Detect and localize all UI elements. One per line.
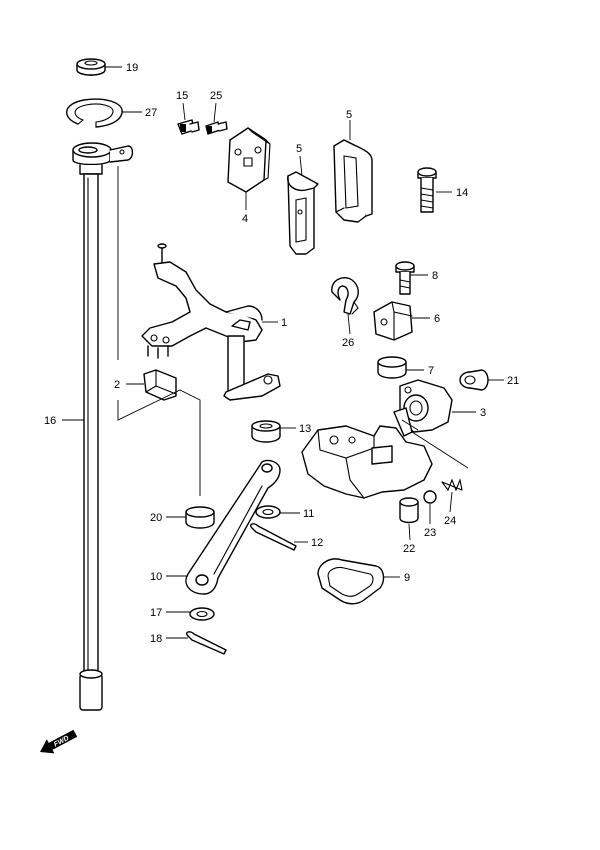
callout-2: 2	[114, 379, 120, 391]
part-15-bolt	[177, 119, 200, 135]
leader-lines	[62, 66, 504, 639]
fwd-arrow-icon: FWD	[40, 729, 78, 754]
callout-16: 16	[44, 415, 56, 427]
part-4-bracket	[227, 127, 271, 193]
callout-24: 24	[444, 515, 456, 527]
callout-17: 17	[150, 607, 162, 619]
part-22-sleeve	[399, 497, 419, 524]
part-5-clip-right	[333, 139, 373, 223]
part-23-ball	[423, 490, 437, 504]
part-13-bushing	[251, 420, 281, 443]
callout-27: 27	[145, 107, 157, 119]
callout-23: 23	[424, 527, 436, 539]
part-19-plug	[76, 58, 106, 76]
part-12-cotter-pin	[250, 523, 297, 551]
callout-3: 3	[480, 407, 486, 419]
part-14-bolt	[417, 167, 437, 213]
callout-20: 20	[150, 512, 162, 524]
callout-8: 8	[432, 270, 438, 282]
part-27-snap-ring	[66, 98, 123, 128]
part-1-shift-lever	[141, 243, 281, 401]
part-3-housing	[301, 379, 453, 499]
part-16-shift-rod	[72, 142, 134, 711]
part-11-washer	[255, 505, 281, 519]
callout-25: 25	[210, 90, 222, 102]
part-26-clamp	[331, 276, 359, 315]
part-7-bushing	[377, 356, 407, 379]
callout-22: 22	[403, 543, 415, 555]
callout-14: 14	[456, 187, 468, 199]
part-21-plug	[459, 369, 489, 391]
part-20-bushing	[185, 506, 215, 529]
callout-7: 7	[428, 365, 434, 377]
part-5-clip-left	[287, 171, 319, 255]
part-6-block	[373, 301, 413, 341]
callout-9: 9	[404, 572, 410, 584]
callout-5-right: 5	[346, 109, 352, 121]
fwd-label: FWD	[53, 735, 70, 749]
part-8-bolt	[395, 261, 415, 295]
callout-15: 15	[176, 90, 188, 102]
callout-21: 21	[507, 375, 519, 387]
callout-18: 18	[150, 633, 162, 645]
callout-10: 10	[150, 571, 162, 583]
part-18-cotter-pin	[186, 631, 227, 655]
part-24-spring	[441, 478, 463, 492]
callout-4: 4	[242, 213, 248, 225]
part-10-link	[185, 459, 281, 595]
callout-13: 13	[299, 423, 311, 435]
callout-5-left: 5	[296, 143, 302, 155]
callout-1: 1	[281, 317, 287, 329]
callout-19: 19	[126, 62, 138, 74]
callout-12: 12	[311, 537, 323, 549]
part-9-seal	[317, 558, 385, 605]
part-25-screw	[205, 121, 228, 135]
callout-11: 11	[303, 508, 314, 520]
callout-26: 26	[342, 337, 354, 349]
callout-6: 6	[434, 313, 440, 325]
callout-numbers: 19 27 15 25 4 5 5 14 8 6 26 7 21 3 1 2 1…	[44, 62, 519, 645]
part-17-washer	[189, 607, 215, 621]
part-2-clip	[143, 369, 177, 401]
